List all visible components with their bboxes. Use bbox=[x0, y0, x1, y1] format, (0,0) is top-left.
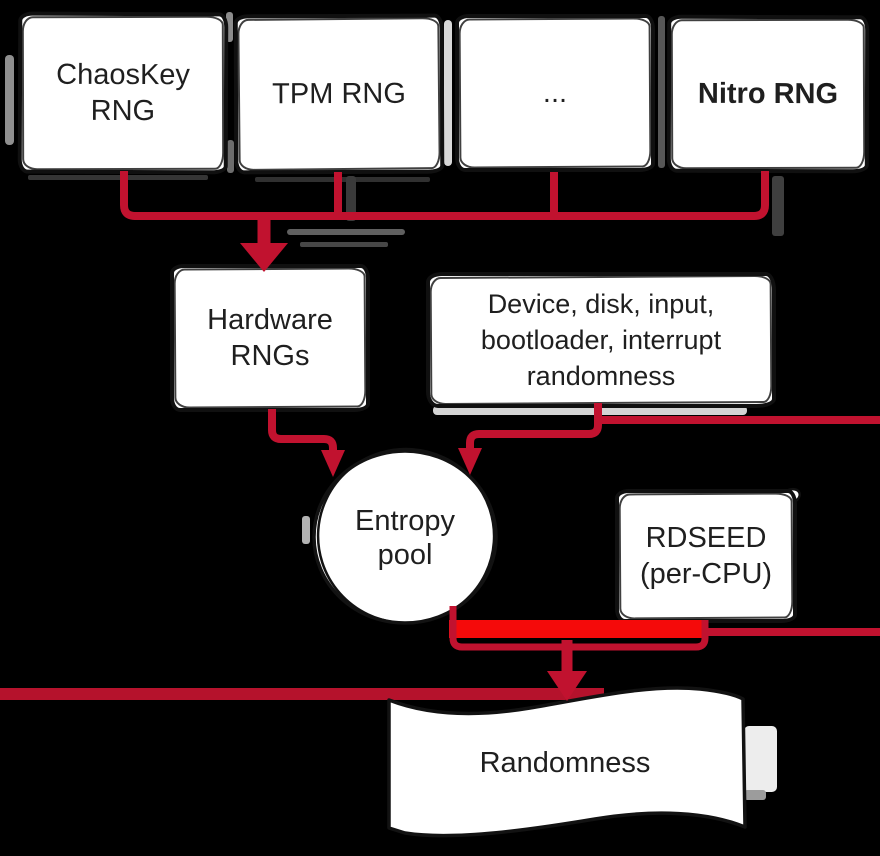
node-nitro-rng: Nitro RNG bbox=[666, 14, 870, 174]
rdseed-label: RDSEED (per-CPU) bbox=[639, 522, 773, 590]
node-tpm-rng: TPM RNG bbox=[233, 13, 445, 175]
node-more-sources: ... bbox=[455, 14, 655, 172]
node-rdseed: RDSEED (per-CPU) bbox=[615, 489, 797, 623]
tpm-rng-label: TPM RNG bbox=[272, 77, 406, 111]
node-boot-randomness: Device, disk, input, bootloader, interru… bbox=[426, 272, 776, 408]
boot-randomness-label: Device, disk, input, bootloader, interru… bbox=[480, 289, 722, 391]
node-chaoskey-rng: ChaosKey RNG bbox=[17, 11, 229, 175]
entropy-pool-node: Entropy pool bbox=[315, 495, 495, 581]
nitro-rng-label: Nitro RNG bbox=[697, 77, 839, 111]
node-hardware-rngs: Hardware RNGs bbox=[170, 264, 370, 412]
randomness-label: Randomness bbox=[479, 747, 651, 779]
entropy-pool-label: Entropy pool bbox=[355, 505, 455, 571]
hardware-rngs-label: Hardware RNGs bbox=[207, 304, 333, 372]
chaoskey-rng-label: ChaosKey RNG bbox=[56, 58, 191, 128]
more-sources-label: ... bbox=[542, 77, 568, 109]
randomness-node: Randomness bbox=[400, 735, 730, 791]
